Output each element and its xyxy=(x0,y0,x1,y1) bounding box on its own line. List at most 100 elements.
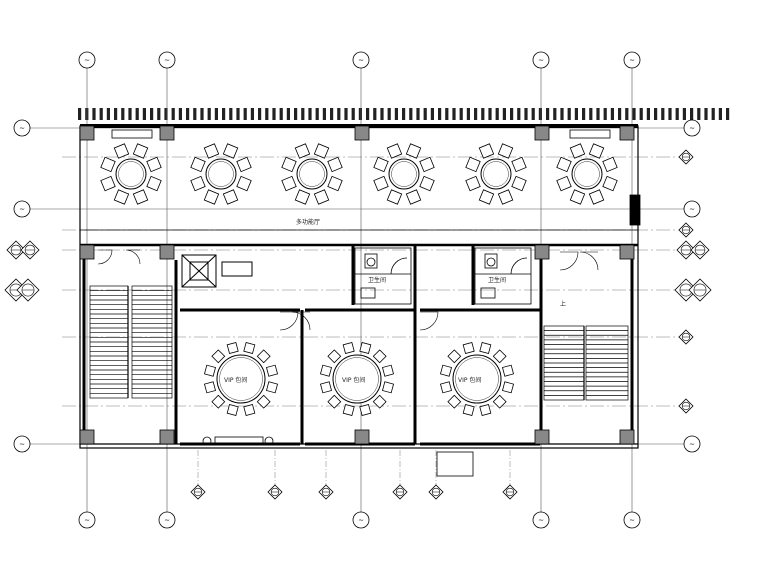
chair xyxy=(373,175,389,192)
axis-bubble-bottom: ~ xyxy=(158,511,176,529)
chair xyxy=(243,341,256,354)
railing-baluster xyxy=(121,108,125,120)
chair xyxy=(211,349,226,364)
axis-bubble-top: ~ xyxy=(532,51,550,69)
decor xyxy=(111,129,641,477)
axis-bubble-text: ~ xyxy=(19,125,25,133)
axis-bubble-bottom: ~ xyxy=(352,511,370,529)
chair xyxy=(405,189,422,205)
banquet-tables xyxy=(100,143,618,205)
chair xyxy=(146,156,162,173)
toilet-bowl xyxy=(366,257,376,267)
railing-baluster xyxy=(308,108,312,120)
chair xyxy=(497,143,514,159)
chair xyxy=(602,175,618,192)
chair xyxy=(465,156,481,173)
chair xyxy=(226,341,239,354)
axis-bubble-text: ~ xyxy=(538,517,544,525)
chair xyxy=(226,404,239,417)
vip-room-3-label: VIP 包间 xyxy=(458,376,481,384)
table-top xyxy=(332,354,382,404)
entrance-step xyxy=(436,451,474,477)
section-marker-right xyxy=(678,398,694,414)
chair xyxy=(502,381,515,394)
chair xyxy=(203,364,216,377)
axis-bubble-text: ~ xyxy=(689,441,695,449)
chair xyxy=(447,349,462,364)
chair xyxy=(372,349,387,364)
chair xyxy=(359,404,372,417)
table-top xyxy=(216,354,266,404)
chair xyxy=(211,394,226,409)
axis-bubble-circle xyxy=(623,51,641,69)
chair xyxy=(439,381,452,394)
door-swing xyxy=(97,249,113,265)
chair xyxy=(373,156,389,173)
axis-bubble-top: ~ xyxy=(158,51,176,69)
chair xyxy=(203,143,220,159)
restrooms xyxy=(354,247,532,305)
railing-baluster xyxy=(200,108,204,120)
chair xyxy=(319,364,332,377)
table-top xyxy=(480,158,512,190)
section-marker-right xyxy=(678,222,694,238)
axis-bubble-text: ~ xyxy=(629,57,635,65)
railing-baluster xyxy=(726,108,730,120)
railing-baluster xyxy=(164,108,168,120)
chair xyxy=(478,189,495,205)
railing-baluster xyxy=(150,108,154,120)
railing-baluster xyxy=(229,108,233,120)
railing-baluster xyxy=(596,108,600,120)
section-marker-right xyxy=(678,329,694,345)
door-swing xyxy=(419,311,439,331)
axis-bubble-circle xyxy=(352,511,370,529)
chair xyxy=(478,143,495,159)
axis-bubble-text: ~ xyxy=(19,206,25,214)
railing-baluster xyxy=(250,108,254,120)
chair xyxy=(492,394,507,409)
door-swing xyxy=(279,311,299,331)
section-marker-bottom xyxy=(428,484,444,500)
chair xyxy=(342,341,355,354)
railing-baluster xyxy=(193,108,197,120)
section-marker-right-large xyxy=(690,240,710,260)
railing-baluster xyxy=(510,108,514,120)
table-rim xyxy=(455,357,499,401)
axis-bubble-text: ~ xyxy=(164,57,170,65)
elevator xyxy=(181,254,253,288)
railing-baluster xyxy=(186,108,190,120)
chair xyxy=(511,175,527,192)
section-marker-bottom xyxy=(318,484,334,500)
restroom-door-swing xyxy=(510,257,528,275)
railing-baluster xyxy=(402,108,406,120)
chair xyxy=(588,189,605,205)
chair xyxy=(569,189,586,205)
restroom-1 xyxy=(354,247,412,305)
axis-bubble-circle xyxy=(683,119,701,137)
column xyxy=(354,125,370,141)
column xyxy=(79,429,95,445)
table-rim xyxy=(335,357,379,401)
axis-bubble-left: ~ xyxy=(13,200,31,218)
chair xyxy=(465,175,481,192)
section-marker-left-large xyxy=(6,240,26,260)
railing-baluster xyxy=(553,108,557,120)
railing-baluster xyxy=(286,108,290,120)
toilet xyxy=(364,253,378,269)
chair xyxy=(236,175,252,192)
section-marker-bottom xyxy=(502,484,518,500)
axis-bubble-circle xyxy=(532,51,550,69)
stair-up-label: 上 xyxy=(560,300,566,308)
railing-baluster xyxy=(106,108,110,120)
railing-baluster xyxy=(502,108,506,120)
chair xyxy=(256,394,271,409)
railing-baluster xyxy=(430,108,434,120)
railing-baluster xyxy=(682,108,686,120)
railing-baluster xyxy=(610,108,614,120)
table-top xyxy=(296,158,328,190)
chair xyxy=(313,189,330,205)
washbasin xyxy=(360,287,376,299)
chair xyxy=(256,349,271,364)
railing-baluster xyxy=(668,108,672,120)
